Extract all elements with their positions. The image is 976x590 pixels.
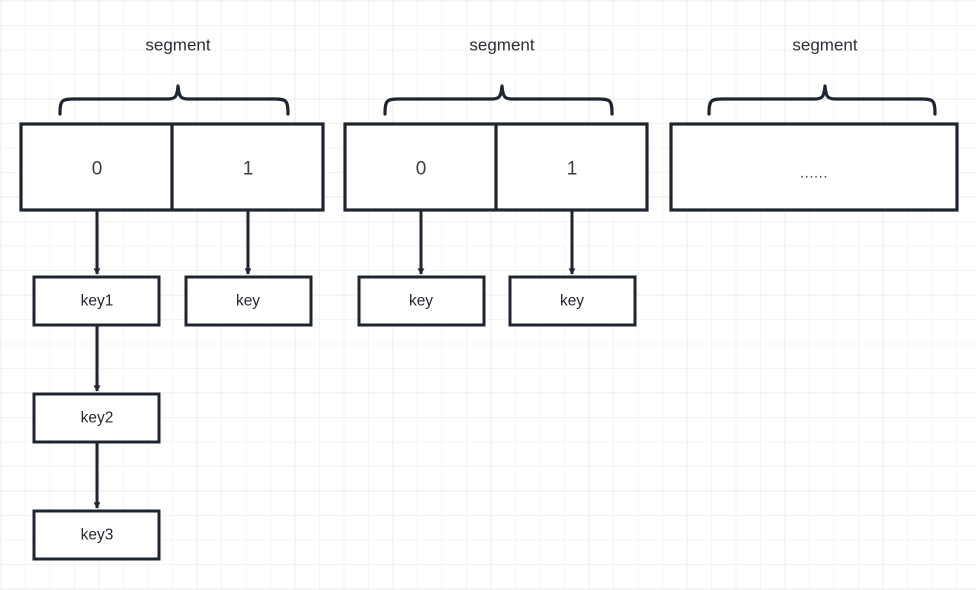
key-label-s2c1-key: key	[559, 292, 585, 310]
segment-2-array[interactable]	[343, 122, 649, 212]
key-box-key1[interactable]	[32, 275, 161, 327]
key-label-s2c0-key: key	[408, 292, 434, 310]
key-label-s1c1-key: key	[235, 292, 261, 310]
key-label-key2: key2	[80, 409, 114, 427]
segment-label-2: segment	[469, 35, 535, 55]
segment-3-array-outline	[669, 122, 959, 212]
segment-1-cell-1-label: 1	[242, 158, 254, 180]
key-box-s1c1-key[interactable]	[184, 275, 313, 327]
segment-3-ellipsis-label: ......	[799, 164, 829, 182]
key-label-key1: key1	[80, 292, 114, 310]
brace-segment-3	[707, 84, 937, 116]
brace-segment-2	[383, 84, 614, 116]
segment-label-3: segment	[792, 35, 858, 55]
segment-label-1: segment	[145, 35, 211, 55]
segment-1-cell-0-label: 0	[91, 158, 103, 180]
segment-2-cell-0-label: 0	[415, 158, 427, 180]
segment-1-array[interactable]	[19, 122, 325, 212]
key-label-key3: key3	[80, 526, 114, 544]
segment-2-cell-1-label: 1	[566, 158, 578, 180]
key-box-s2c0-key[interactable]	[357, 275, 486, 327]
key-box-s2c1-key[interactable]	[508, 275, 637, 327]
key-box-key3[interactable]	[32, 509, 161, 561]
segment-3-array[interactable]	[669, 122, 959, 212]
key-box-key2[interactable]	[32, 392, 161, 444]
brace-segment-1	[58, 84, 290, 116]
